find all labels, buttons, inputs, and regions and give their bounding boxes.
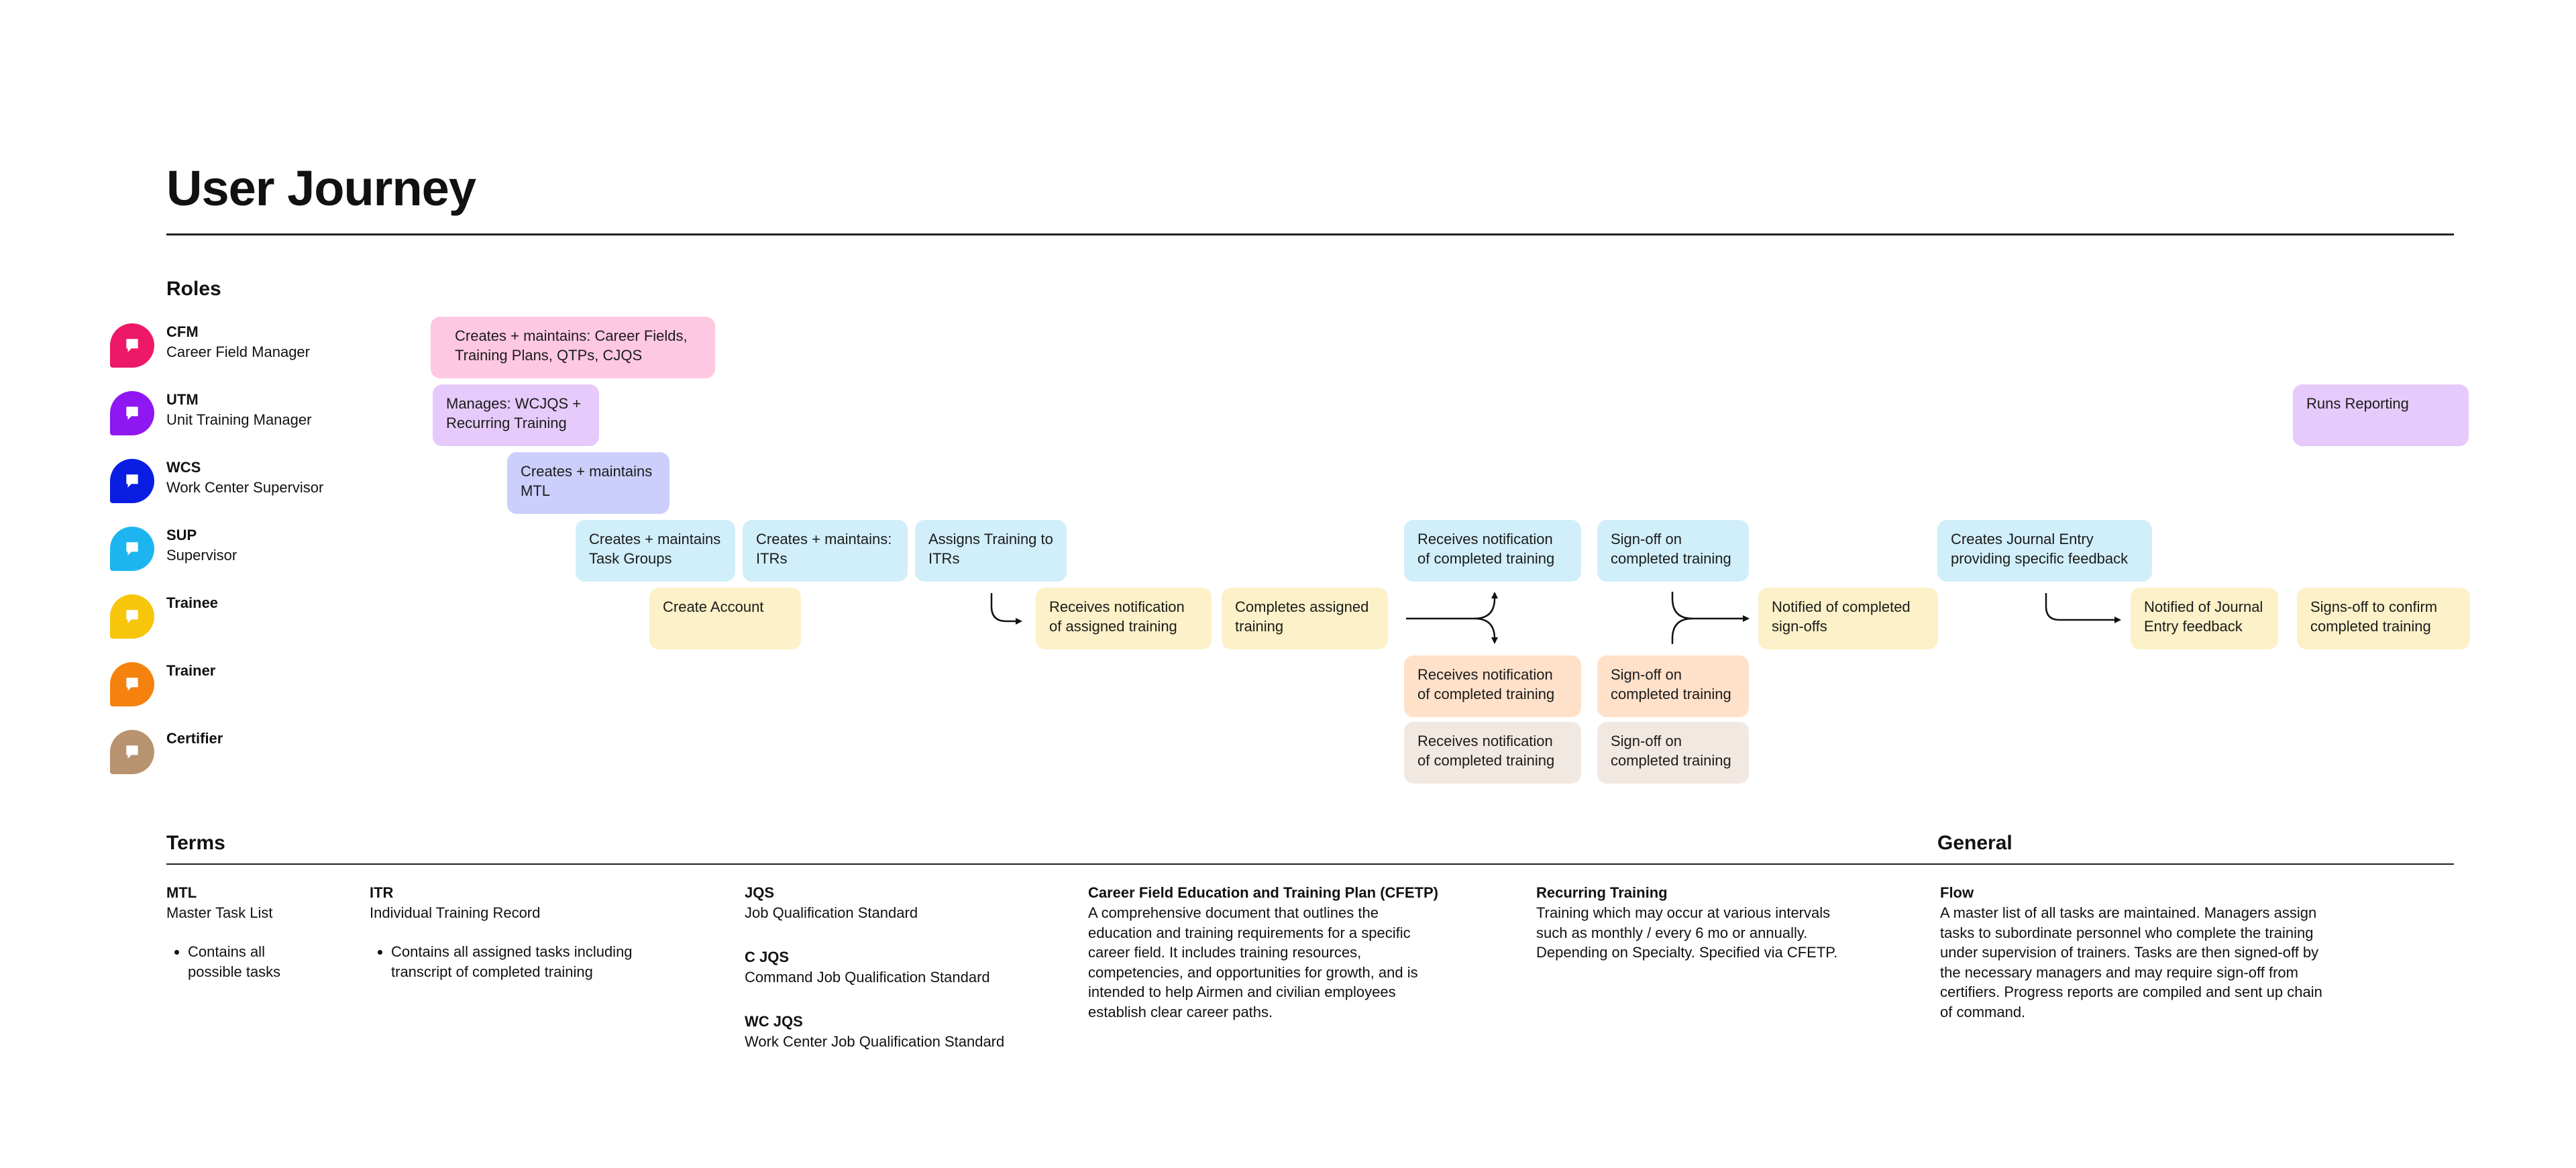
role-abbr: WCS bbox=[166, 459, 201, 476]
role-abbr: Trainee bbox=[166, 594, 219, 611]
card-trainee-notified[interactable]: Notified of completed sign-offs bbox=[1758, 588, 1938, 649]
arrow-complete-split bbox=[1406, 592, 1498, 620]
terms-divider bbox=[166, 863, 2454, 865]
card-sup-notif[interactable]: Receives notification of completed train… bbox=[1404, 520, 1581, 582]
term-itr-def: Individual Training Record bbox=[370, 904, 541, 921]
card-trainee-journal[interactable]: Notified of Journal Entry feedback bbox=[2131, 588, 2278, 649]
term-cfetp-abbr: Career Field Education and Training Plan… bbox=[1088, 884, 1438, 901]
term-recurring-abbr: Recurring Training bbox=[1536, 884, 1668, 901]
chat-bubble-icon bbox=[126, 474, 138, 488]
page-title: User Journey bbox=[166, 160, 476, 216]
chat-bubble-icon bbox=[126, 745, 138, 759]
role-abbr: SUP bbox=[166, 527, 197, 543]
role-abbr: UTM bbox=[166, 391, 199, 408]
arrow-complete-split-down bbox=[1474, 617, 1498, 644]
term-itr-bullets: Contains all assigned tasks including tr… bbox=[371, 942, 686, 981]
card-sup-journal[interactable]: Creates Journal Entry providing specific… bbox=[1937, 520, 2152, 582]
role-name: Unit Training Manager bbox=[166, 411, 312, 428]
role-avatar-trainee bbox=[110, 594, 154, 639]
card-trainee-confirm[interactable]: Signs-off to confirm completed training bbox=[2297, 588, 2470, 649]
card-sup-signoff[interactable]: Sign-off on completed training bbox=[1597, 520, 1749, 582]
title-divider bbox=[166, 233, 2454, 235]
role-avatar-certifier bbox=[110, 730, 154, 774]
role-avatar-wcs bbox=[110, 459, 154, 503]
role-name: Supervisor bbox=[166, 547, 237, 564]
term-mtl-bullets: Contains all possible tasks bbox=[168, 942, 322, 981]
card-trainee-complete[interactable]: Completes assigned training bbox=[1222, 588, 1388, 649]
chat-bubble-icon bbox=[126, 407, 138, 420]
chat-bubble-icon bbox=[126, 542, 138, 555]
role-avatar-trainer bbox=[110, 662, 154, 706]
role-abbr: CFM bbox=[166, 323, 199, 340]
term-wcjqs-abbr: WC JQS bbox=[745, 1013, 803, 1030]
term-jqs-abbr: JQS bbox=[745, 884, 775, 901]
card-trainer-notif[interactable]: Receives notification of completed train… bbox=[1404, 655, 1581, 717]
term-bullet: Contains all possible tasks bbox=[188, 942, 322, 981]
term-flow-def: A master list of all tasks are maintaine… bbox=[1940, 904, 2322, 1020]
card-cfm-create[interactable]: Creates + maintains: Career Fields, Trai… bbox=[431, 317, 715, 378]
arrow-signoff-merge-up bbox=[1671, 617, 1693, 644]
card-sup-itrs[interactable]: Creates + maintains: ITRs bbox=[743, 520, 908, 582]
card-utm-report[interactable]: Runs Reporting bbox=[2293, 384, 2469, 446]
general-heading: General bbox=[1937, 832, 2012, 854]
card-trainer-signoff[interactable]: Sign-off on completed training bbox=[1597, 655, 1749, 717]
card-trainee-notif[interactable]: Receives notification of assigned traini… bbox=[1036, 588, 1212, 649]
card-utm-manage[interactable]: Manages: WCJQS + Recurring Training bbox=[433, 384, 599, 446]
terms-heading: Terms bbox=[166, 832, 225, 854]
chat-bubble-icon bbox=[126, 678, 138, 691]
role-abbr: Trainer bbox=[166, 662, 216, 679]
role-name: Work Center Supervisor bbox=[166, 479, 324, 496]
term-cjqs-def: Command Job Qualification Standard bbox=[745, 969, 990, 986]
term-cfetp-def: A comprehensive document that outlines t… bbox=[1088, 904, 1418, 1020]
arrow-assign-to-notif bbox=[990, 593, 1022, 625]
card-wcs-mtl[interactable]: Creates + maintains MTL bbox=[507, 452, 669, 514]
term-itr-abbr: ITR bbox=[370, 884, 394, 901]
term-wcjqs-def: Work Center Job Qualification Standard bbox=[745, 1033, 1005, 1050]
term-mtl-abbr: MTL bbox=[166, 884, 197, 901]
role-avatar-sup bbox=[110, 527, 154, 571]
term-flow-abbr: Flow bbox=[1940, 884, 1974, 901]
chat-bubble-icon bbox=[126, 610, 138, 623]
arrow-signoff-merge bbox=[1671, 592, 1750, 622]
roles-heading: Roles bbox=[166, 278, 221, 300]
arrow-journal-to-notif bbox=[2045, 593, 2121, 623]
role-abbr: Certifier bbox=[166, 730, 223, 747]
card-sup-taskgroups[interactable]: Creates + maintains Task Groups bbox=[576, 520, 735, 582]
card-sup-assign[interactable]: Assigns Training to ITRs bbox=[915, 520, 1067, 582]
card-trainee-account[interactable]: Create Account bbox=[649, 588, 801, 649]
term-mtl-def: Master Task List bbox=[166, 904, 273, 921]
card-certifier-notif[interactable]: Receives notification of completed train… bbox=[1404, 722, 1581, 784]
role-avatar-utm bbox=[110, 391, 154, 435]
term-recurring-def: Training which may occur at various inte… bbox=[1536, 904, 1838, 961]
term-jqs-def: Job Qualification Standard bbox=[745, 904, 918, 921]
role-avatar-cfm bbox=[110, 323, 154, 368]
term-bullet: Contains all assigned tasks including tr… bbox=[391, 942, 686, 981]
term-cjqs-abbr: C JQS bbox=[745, 949, 790, 965]
chat-bubble-icon bbox=[126, 339, 138, 352]
role-name: Career Field Manager bbox=[166, 343, 310, 360]
card-certifier-signoff[interactable]: Sign-off on completed training bbox=[1597, 722, 1749, 784]
